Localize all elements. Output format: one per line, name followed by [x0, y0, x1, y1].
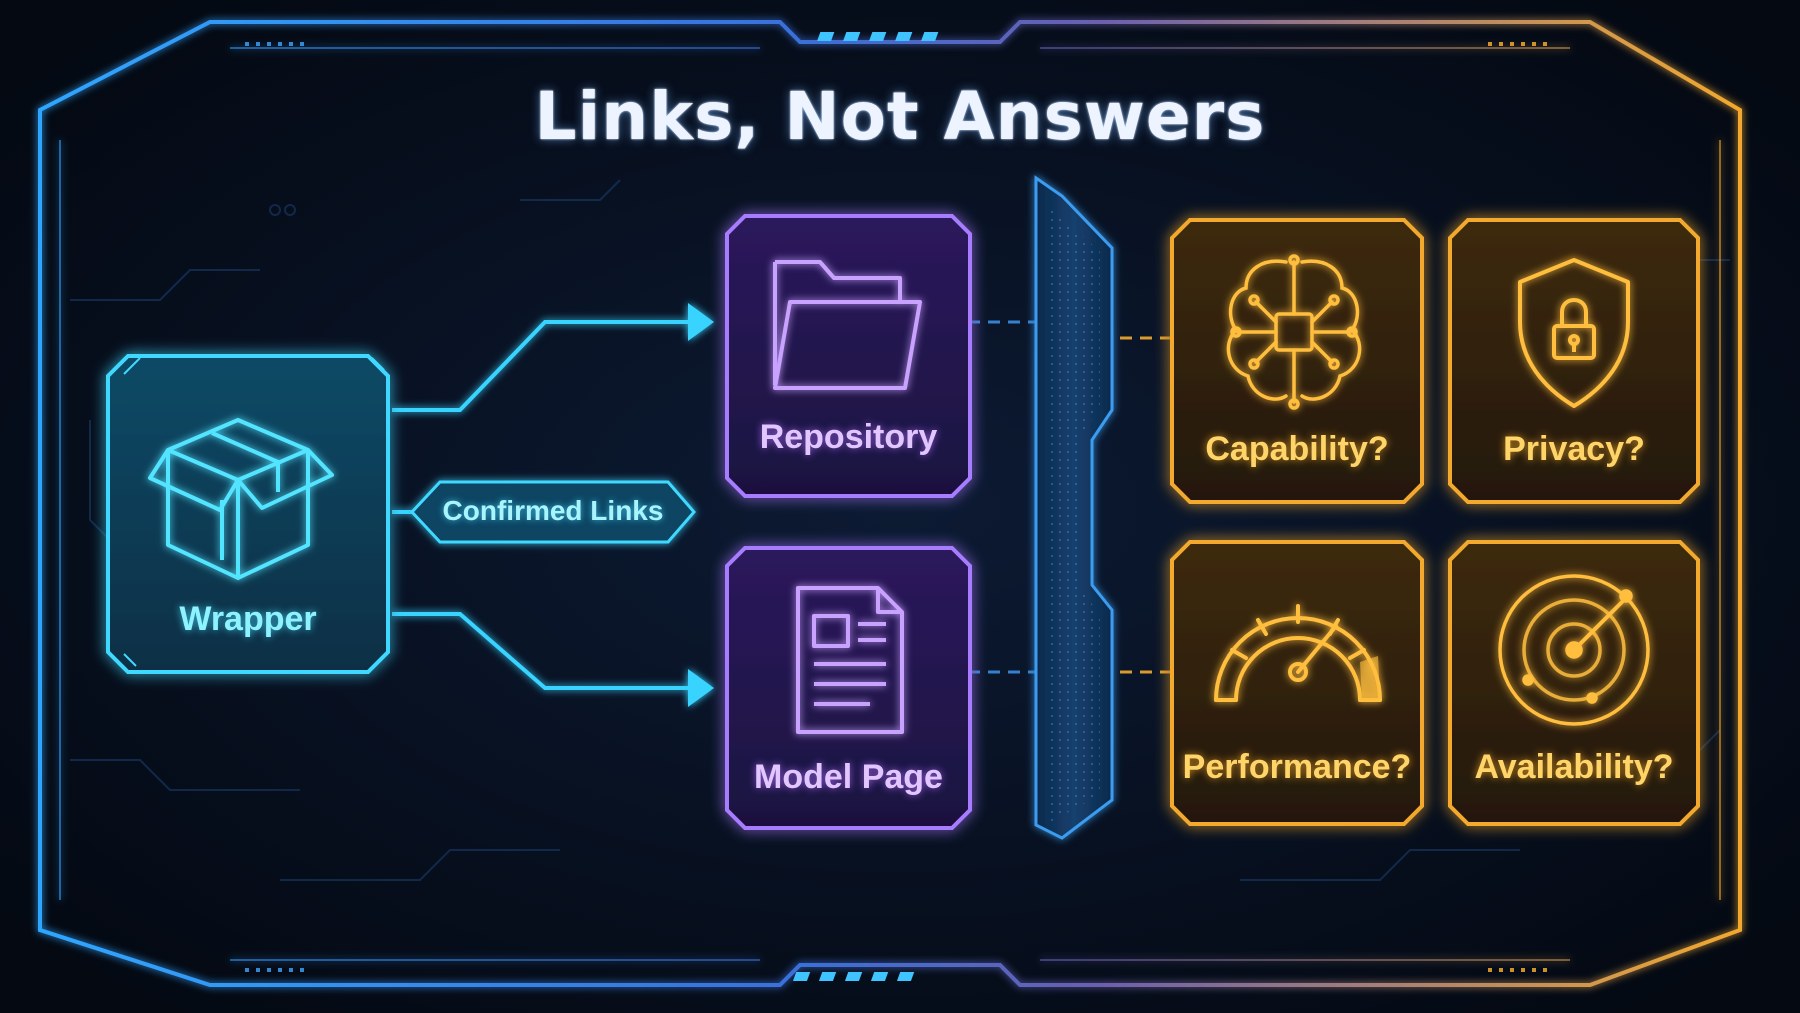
privacy-label: Privacy?: [1503, 430, 1645, 468]
link-line-bottom: [392, 612, 690, 690]
folder-icon: [773, 260, 922, 390]
model-page-card: [725, 546, 972, 830]
wrapper-card: [106, 354, 390, 674]
model-page-label: Model Page: [754, 758, 943, 796]
radar-icon: [1498, 574, 1650, 726]
speedometer-icon: [1214, 604, 1382, 702]
performance-label: Performance?: [1182, 748, 1412, 786]
privacy-card: [1448, 218, 1700, 504]
shield-lock-icon: [1518, 258, 1630, 408]
capability-label: Capability?: [1205, 430, 1389, 468]
document-icon: [796, 586, 904, 734]
availability-label: Availability?: [1474, 748, 1674, 786]
box-icon: [148, 418, 334, 580]
link-lines: [392, 320, 690, 690]
confirmed-links-pill: [409, 480, 696, 544]
dashed-links: [968, 320, 1035, 674]
dashed-links-gold: [1120, 336, 1170, 674]
barrier-wall: [1034, 175, 1114, 840]
capability-card: [1170, 218, 1424, 504]
wrapper-label: Wrapper: [179, 600, 317, 638]
confirmed-links-label: Confirmed Links: [442, 495, 664, 526]
brain-chip-icon: [1226, 254, 1362, 410]
arrow-head-top: [688, 303, 714, 341]
performance-card: [1170, 540, 1424, 826]
link-line-top: [392, 320, 690, 412]
repository-card: [725, 214, 972, 498]
outer-frame: [38, 20, 1742, 987]
arrow-head-bottom: [688, 669, 714, 707]
frame-accents: [245, 32, 1547, 981]
repository-label: Repository: [759, 418, 938, 456]
page-title: Links, Not Answers: [534, 78, 1266, 155]
circuit-traces: [70, 179, 1730, 881]
